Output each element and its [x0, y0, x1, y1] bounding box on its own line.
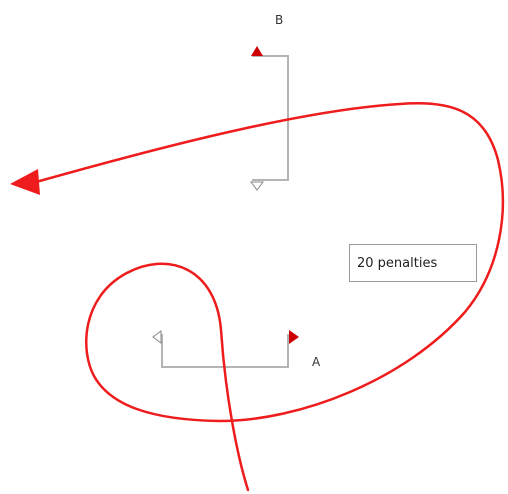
gate-a-outline-marker-icon	[152, 330, 162, 344]
gate-a: A	[152, 330, 321, 369]
gate-b-outline-marker-icon	[250, 181, 264, 191]
gate-b-red-flag-icon	[251, 46, 263, 56]
gate-b-line	[252, 55, 289, 181]
gate-b-label: B	[275, 13, 283, 27]
penalty-annotation: 20 penalties	[349, 244, 477, 282]
arrowhead-left-icon	[10, 169, 40, 195]
gate-a-red-flag-icon	[289, 330, 299, 344]
penalty-text: 20 penalties	[357, 255, 438, 271]
gate-b: B	[250, 13, 289, 191]
gate-a-label: A	[312, 355, 321, 369]
route-path	[34, 102, 505, 492]
